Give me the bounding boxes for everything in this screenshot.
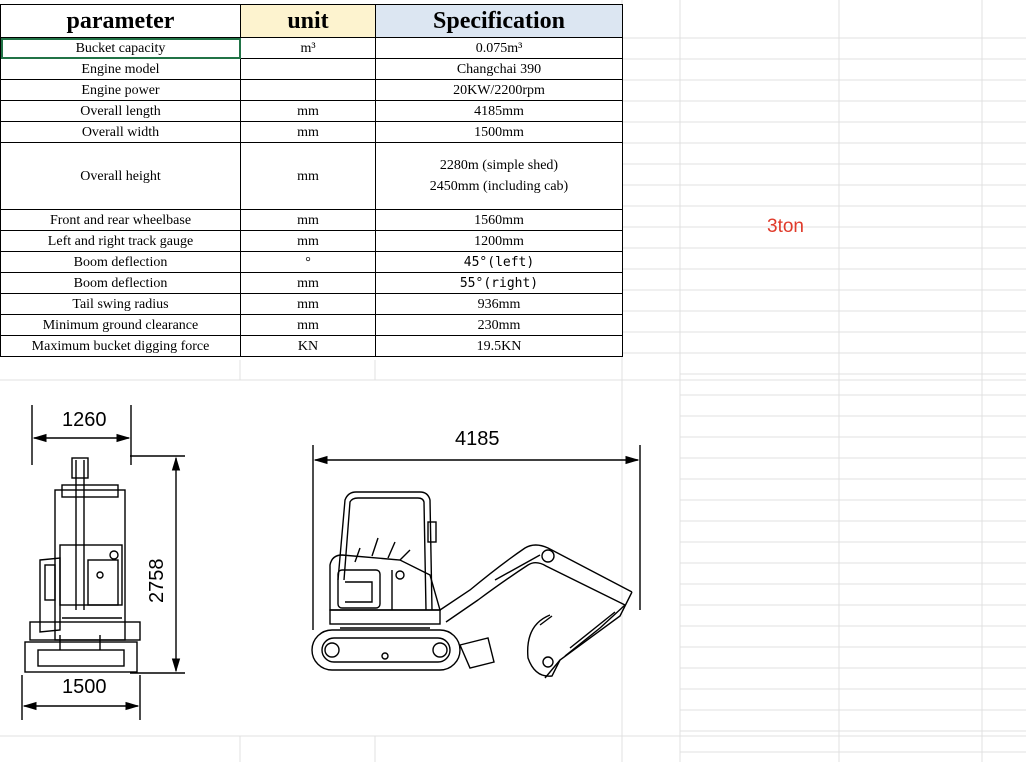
side-view <box>311 445 641 679</box>
cell-parameter[interactable]: Left and right track gauge <box>0 230 241 252</box>
spec-line: 230mm <box>477 317 521 333</box>
header-parameter[interactable]: parameter <box>0 4 241 38</box>
dim-1260: 1260 <box>62 409 107 431</box>
cell-unit[interactable] <box>240 79 376 101</box>
cell-specification[interactable]: 4185mm <box>375 100 623 122</box>
cell-parameter[interactable]: Overall height <box>0 142 241 210</box>
spec-line: Changchai 390 <box>456 61 542 77</box>
cell-parameter[interactable]: Tail swing radius <box>0 293 241 315</box>
table-row: Boom deflection° 45°(left) <box>0 251 623 273</box>
spec-table: parameter unit Specification Bucket capa… <box>0 4 623 357</box>
dim-4185: 4185 <box>455 428 500 450</box>
cell-unit[interactable]: mm <box>240 272 376 294</box>
dim-1500: 1500 <box>62 676 107 698</box>
cell-unit[interactable]: ° <box>240 251 376 273</box>
spec-line: 1560mm <box>474 212 524 228</box>
cell-specification[interactable]: Changchai 390 <box>375 58 623 80</box>
cell-unit[interactable]: m³ <box>240 37 376 59</box>
table-header-row: parameter unit Specification <box>0 4 623 38</box>
cell-specification[interactable]: 45°(left) <box>375 251 623 273</box>
cell-parameter[interactable]: Engine power <box>0 79 241 101</box>
cell-specification[interactable]: 936mm <box>375 293 623 315</box>
cell-unit[interactable]: mm <box>240 121 376 143</box>
cell-specification[interactable]: 55°(right) <box>375 272 623 294</box>
spec-line: 936mm <box>477 296 521 312</box>
spec-line: 45°(left) <box>463 254 535 270</box>
cell-unit[interactable]: mm <box>240 100 376 122</box>
cell-parameter[interactable]: Boom deflection <box>0 272 241 294</box>
cell-specification[interactable]: 230mm <box>375 314 623 336</box>
header-unit[interactable]: unit <box>240 4 376 38</box>
cell-specification[interactable]: 0.075m³ <box>375 37 623 59</box>
cell-specification[interactable]: 19.5KN <box>375 335 623 357</box>
spec-line: 0.075m³ <box>475 40 523 56</box>
front-view <box>21 405 185 720</box>
cell-parameter[interactable]: Front and rear wheelbase <box>0 209 241 231</box>
cell-unit[interactable]: KN <box>240 335 376 357</box>
spec-line: 20KW/2200rpm <box>453 82 545 98</box>
cell-specification[interactable]: 1560mm <box>375 209 623 231</box>
table-row: Engine model Changchai 390 <box>0 58 623 80</box>
dim-2758: 2758 <box>146 559 168 604</box>
cell-parameter[interactable]: Overall length <box>0 100 241 122</box>
cell-parameter[interactable]: Bucket capacity <box>0 37 241 59</box>
cell-parameter[interactable]: Engine model <box>0 58 241 80</box>
cell-unit[interactable]: mm <box>240 293 376 315</box>
spec-line: 1200mm <box>474 233 524 249</box>
table-row: Engine power 20KW/2200rpm <box>0 79 623 101</box>
cell-unit[interactable]: mm <box>240 142 376 210</box>
spec-line: 55°(right) <box>459 275 539 291</box>
cell-parameter[interactable]: Minimum ground clearance <box>0 314 241 336</box>
cell-unit[interactable]: mm <box>240 314 376 336</box>
spec-line: 19.5KN <box>476 338 522 354</box>
cell-parameter[interactable]: Boom deflection <box>0 251 241 273</box>
header-specification[interactable]: Specification <box>375 4 623 38</box>
cell-parameter[interactable]: Maximum bucket digging force <box>0 335 241 357</box>
spec-line: 1500mm <box>474 124 524 140</box>
cell-specification[interactable]: 20KW/2200rpm <box>375 79 623 101</box>
cell-specification[interactable]: 2280m (simple shed) 2450mm (including cab… <box>375 142 623 210</box>
spec-line: 2280m (simple shed) <box>439 158 559 173</box>
cell-specification[interactable]: 1200mm <box>375 230 623 252</box>
cell-specification[interactable]: 1500mm <box>375 121 623 143</box>
cell-unit[interactable] <box>240 58 376 80</box>
cell-unit[interactable]: mm <box>240 209 376 231</box>
spec-line: 4185mm <box>474 103 524 119</box>
cell-unit[interactable]: mm <box>240 230 376 252</box>
spec-line: 2450mm (including cab) <box>429 179 569 194</box>
cell-parameter[interactable]: Overall width <box>0 121 241 143</box>
note-3ton[interactable]: 3ton <box>767 216 804 237</box>
excavator-drawing: 1260 1500 2758 <box>21 405 641 720</box>
